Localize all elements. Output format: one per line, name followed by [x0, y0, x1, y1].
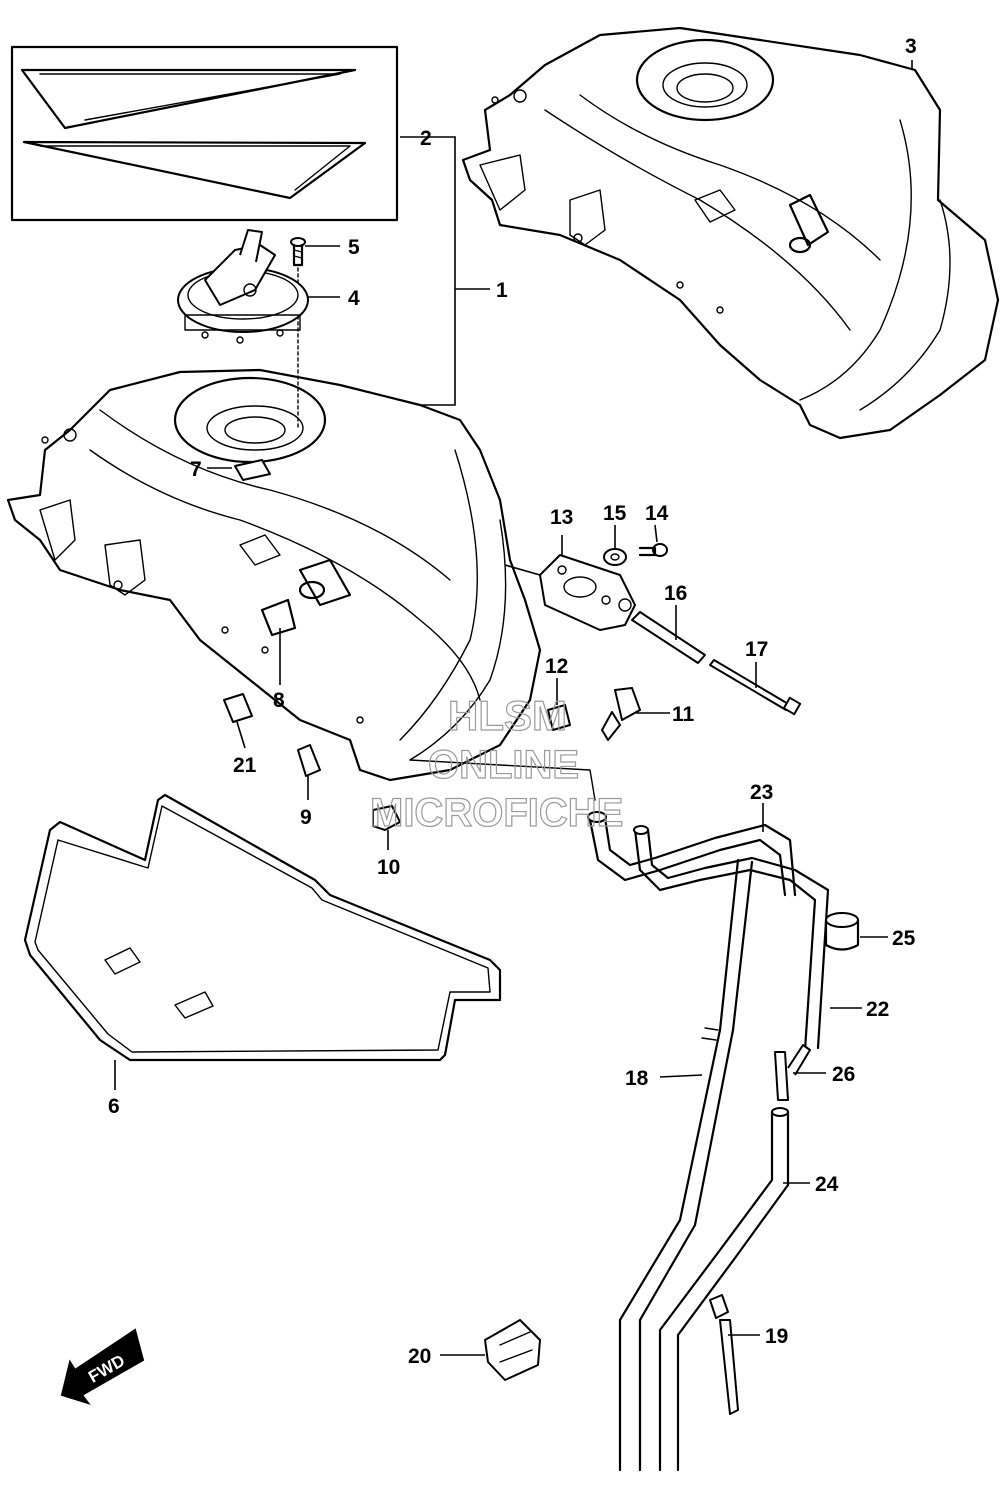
decal-set-part [10, 45, 399, 222]
hose-part-23 [587, 811, 797, 897]
hose-part-22 [633, 825, 830, 1052]
clamp-part-19 [709, 1294, 739, 1415]
joint-part-26 [774, 1044, 811, 1101]
callout-8: 8 [273, 689, 285, 712]
fwd-arrow-icon: FWD [60, 1328, 145, 1405]
bolt-part-17 [709, 659, 802, 716]
callout-18: 18 [625, 1067, 649, 1090]
callout-12: 12 [545, 655, 568, 678]
valve-part-11 [601, 687, 641, 741]
screw-part-14 [638, 543, 668, 557]
callout-2: 2 [420, 127, 432, 150]
fuel-tank-rear-view [461, 26, 1000, 440]
callout-24: 24 [815, 1173, 839, 1196]
callout-21: 21 [233, 754, 257, 777]
clip-part-9 [297, 744, 321, 777]
callout-9: 9 [300, 806, 312, 829]
callout-10: 10 [377, 856, 400, 879]
callout-26: 26 [832, 1063, 855, 1086]
callout-4: 4 [348, 287, 360, 310]
bolt-part-5 [290, 237, 306, 431]
collar-part-16 [631, 611, 706, 664]
fuel-cap-part [177, 229, 309, 344]
callout-7: 7 [190, 458, 202, 481]
bracket-part-13 [539, 554, 636, 631]
grommet-part-15 [603, 548, 627, 566]
callout-13: 13 [550, 506, 573, 529]
fuel-tank-main [6, 368, 542, 782]
watermark-line1: HLSM [448, 692, 567, 739]
leader-lines [114, 60, 913, 1356]
heat-shield-part-6 [23, 793, 502, 1062]
pipe-part-25 [824, 912, 860, 951]
callout-labels: 1 2 3 4 5 6 7 8 9 10 11 12 13 14 15 16 1… [108, 35, 917, 1368]
pad-part-21 [223, 693, 253, 723]
callout-15: 15 [603, 502, 627, 525]
callout-23: 23 [750, 781, 773, 804]
hose-part-24 [658, 1107, 790, 1472]
clip-part-20 [484, 1319, 541, 1381]
callout-5: 5 [348, 236, 360, 259]
callout-19: 19 [765, 1325, 788, 1348]
watermark-line2: ONLINE [428, 743, 579, 787]
callout-17: 17 [745, 638, 768, 661]
callout-3: 3 [905, 35, 917, 58]
watermark-line3: MICROFICHE [370, 791, 623, 835]
callout-6: 6 [108, 1095, 120, 1118]
callout-1: 1 [496, 279, 508, 302]
hose-part-18 [618, 858, 754, 1472]
watermark: HLSM ONLINE MICROFICHE [369, 691, 624, 835]
callout-25: 25 [892, 927, 916, 950]
callout-14: 14 [645, 502, 669, 525]
callout-11: 11 [672, 703, 695, 726]
callout-16: 16 [664, 582, 687, 605]
pad-part-7 [234, 459, 271, 481]
callout-20: 20 [408, 1345, 431, 1368]
nut-part-10 [372, 805, 401, 831]
pad-part-12 [547, 704, 571, 731]
callout-22: 22 [866, 998, 889, 1021]
